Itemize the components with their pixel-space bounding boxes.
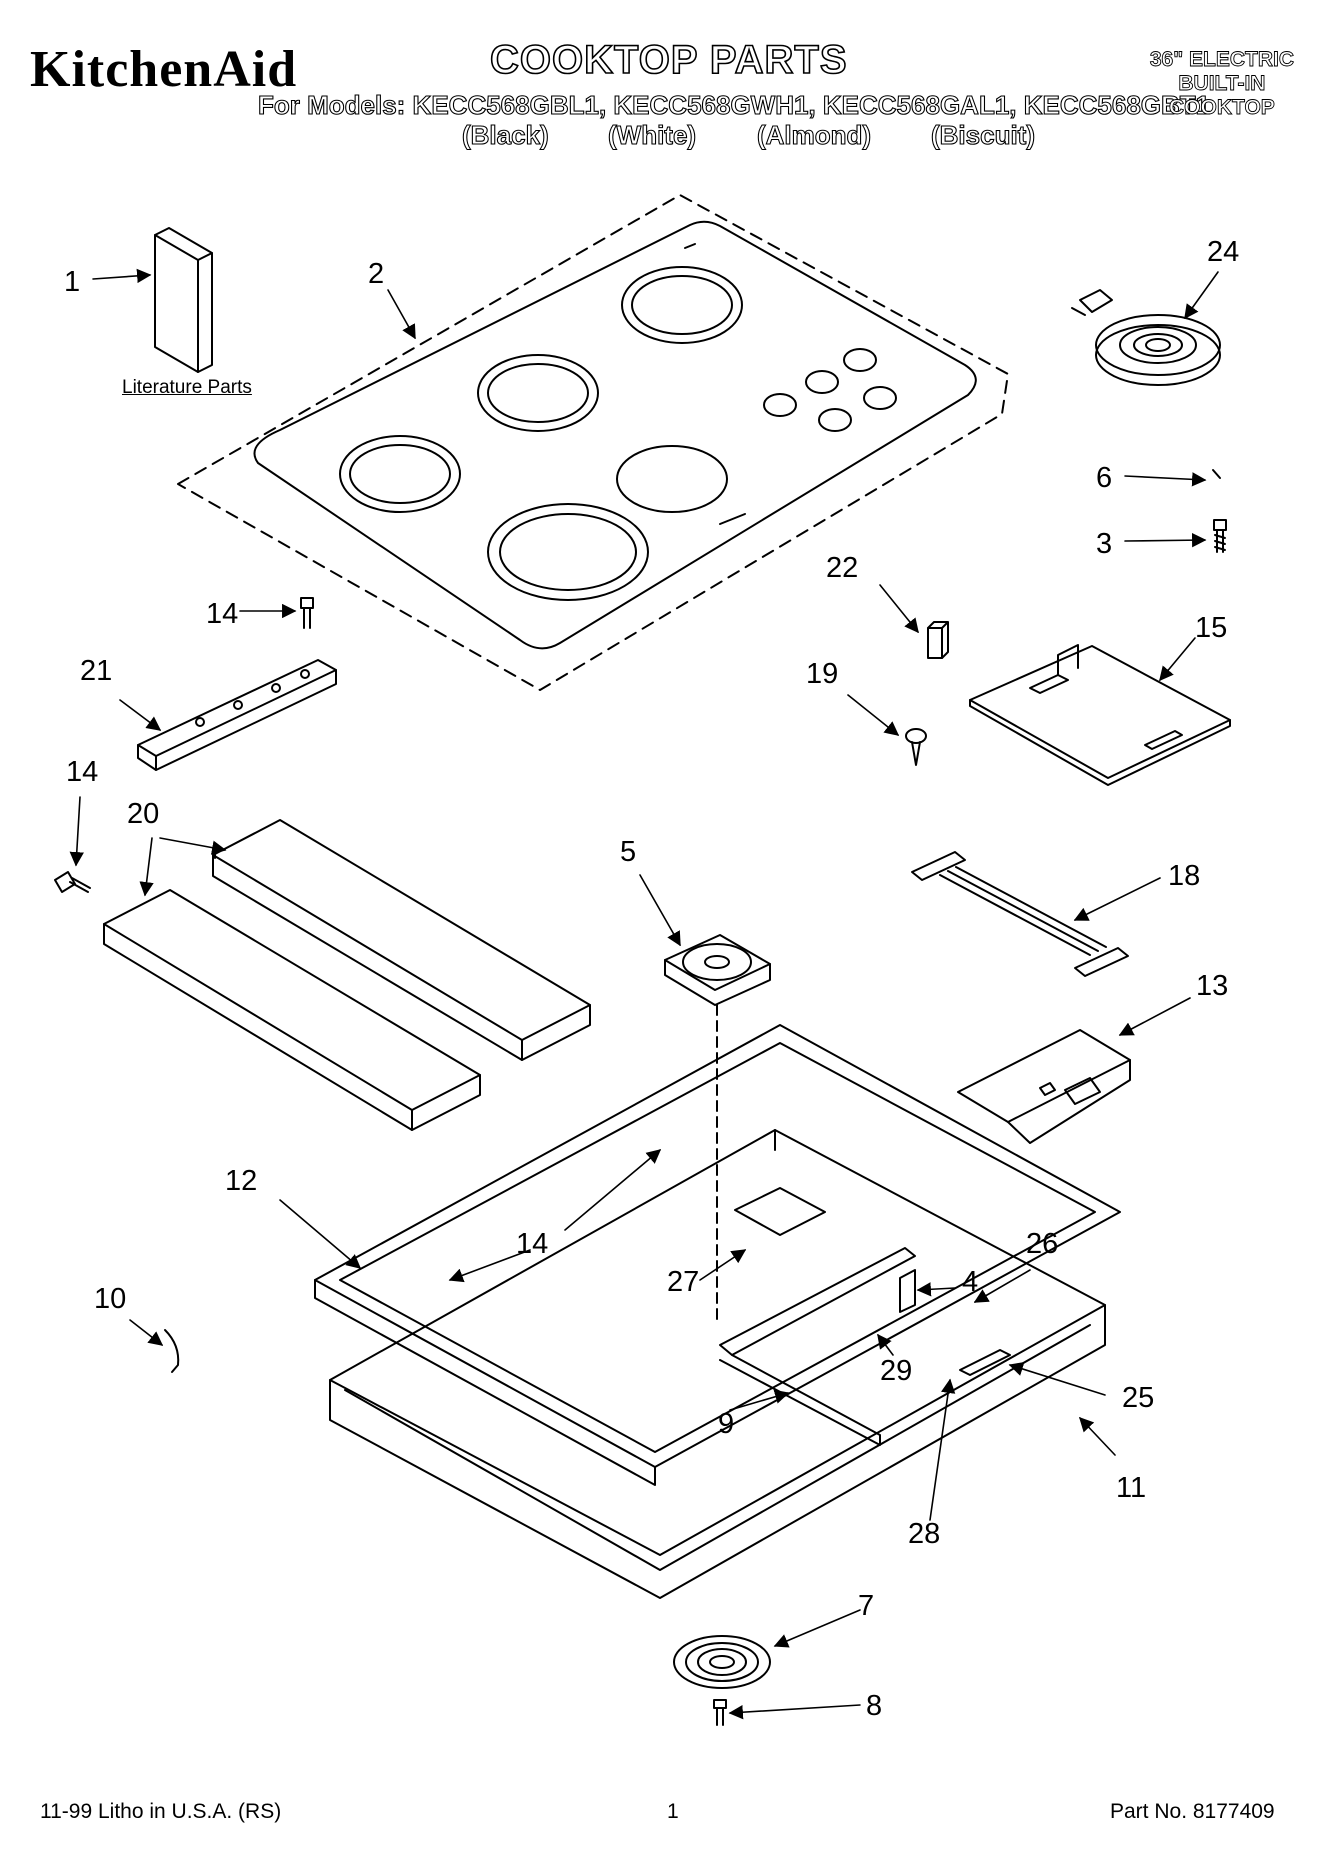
- footer-page-number: 1: [667, 1800, 679, 1823]
- callout-22: 22: [826, 552, 859, 584]
- bracket-4: [899, 1269, 916, 1313]
- screw-8: [713, 1699, 727, 1726]
- color-almond: (Almond): [756, 119, 872, 150]
- product-type-line: BUILT-IN: [1178, 72, 1266, 96]
- callout-13: 13: [1196, 970, 1229, 1002]
- callout-26: 26: [1026, 1228, 1059, 1260]
- control-board-15: [969, 644, 1231, 786]
- product-type-line: COOKTOP: [1169, 96, 1276, 120]
- callout-14: 14: [516, 1228, 549, 1260]
- callout-7: 7: [858, 1590, 875, 1622]
- product-type: 36" ELECTRIC BUILT-IN COOKTOP: [1149, 48, 1294, 120]
- callout-14: 14: [66, 756, 99, 788]
- color-white: (White): [607, 119, 697, 150]
- terminal-block-25: [959, 1349, 1011, 1376]
- clip-10: [164, 1329, 180, 1373]
- screw-14: [300, 597, 314, 629]
- surface-element: [1071, 289, 1221, 386]
- callout-29: 29: [880, 1355, 913, 1387]
- callout-1: 1: [64, 266, 81, 298]
- gasket-frame-12: [314, 1024, 1121, 1486]
- callout-18: 18: [1168, 860, 1201, 892]
- callout-28: 28: [908, 1518, 941, 1550]
- literature-booklet: [154, 227, 213, 373]
- callout-9: 9: [718, 1408, 735, 1440]
- callout-3: 3: [1096, 528, 1113, 560]
- callout-5: 5: [620, 836, 637, 868]
- models-line: For Models: KECC568GBL1, KECC568GWH1, KE…: [257, 89, 1211, 120]
- glass-cooktop: [177, 194, 1009, 691]
- callout-25: 25: [1122, 1382, 1155, 1414]
- bracket-27: [734, 1187, 826, 1236]
- callout-12: 12: [225, 1165, 258, 1197]
- push-pin-19: [905, 728, 927, 766]
- brand-logo: KitchenAid: [30, 41, 298, 98]
- page-title: COOKTOP PARTS: [489, 37, 848, 83]
- callout-8: 8: [866, 1690, 883, 1722]
- footer-part-number: Part No. 8177409: [1110, 1800, 1275, 1823]
- color-biscuit: (Biscuit): [930, 119, 1035, 150]
- fan-guard-7: [673, 1635, 771, 1689]
- callout-21: 21: [80, 655, 113, 687]
- callout-19: 19: [806, 658, 839, 690]
- color-black: (Black): [461, 119, 549, 150]
- footer-litho: 11-99 Litho in U.S.A. (RS): [40, 1800, 282, 1823]
- bracket-9: [719, 1247, 916, 1446]
- callout-4: 4: [962, 1266, 979, 1298]
- bracket-21: [137, 659, 337, 771]
- relay-board-13: [957, 1029, 1131, 1144]
- channel-20-upper: [212, 819, 591, 1061]
- channel-20-lower: [103, 889, 481, 1131]
- standoff-22: [927, 621, 949, 659]
- screw-3: [1213, 519, 1227, 553]
- callout-14: 14: [206, 598, 239, 630]
- callout-2: 2: [368, 258, 385, 290]
- callout-20: 20: [127, 798, 160, 830]
- callout-15: 15: [1195, 612, 1228, 644]
- screw-14-left: [54, 871, 91, 893]
- callout-11: 11: [1116, 1472, 1147, 1504]
- callout-10: 10: [94, 1283, 127, 1315]
- product-type-line: 36" ELECTRIC: [1149, 48, 1294, 72]
- literature-parts-label: Literature Parts: [122, 377, 252, 398]
- callout-27: 27: [667, 1266, 700, 1298]
- fastener-6: [1212, 469, 1221, 479]
- cooling-fan: [664, 934, 771, 1321]
- ribbon-cable: [911, 851, 1129, 977]
- callout-24: 24: [1207, 236, 1240, 268]
- callout-6: 6: [1096, 462, 1113, 494]
- leader-arrows: [69, 268, 1219, 1720]
